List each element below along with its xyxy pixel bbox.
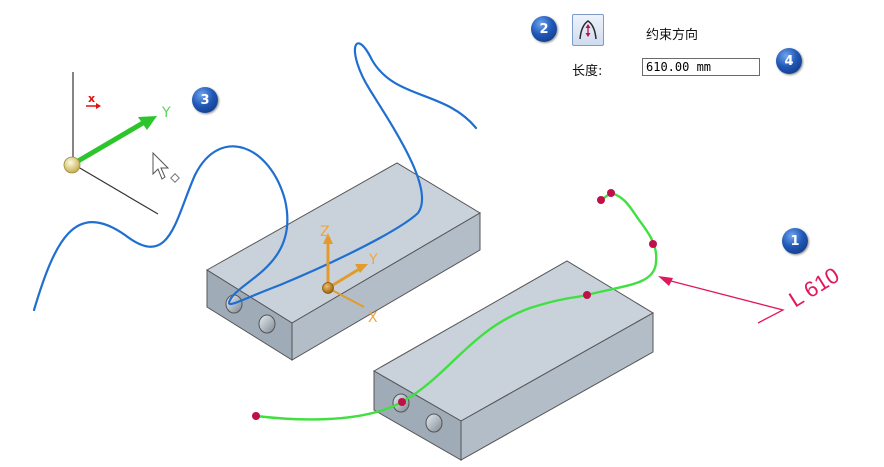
callout-1: 1 — [782, 228, 808, 254]
triad-x-label: x — [88, 92, 95, 105]
callout-4: 4 — [776, 48, 802, 74]
mouse-pointer-icon — [152, 151, 180, 183]
length-dimension[interactable]: L 610 — [658, 262, 844, 324]
part-coordinate-system: Z Y X — [320, 224, 378, 326]
curve-keypoints[interactable] — [252, 189, 657, 420]
green-3d-curve[interactable] — [254, 191, 658, 421]
length-input[interactable] — [642, 58, 760, 76]
constraint-direction-button[interactable] — [572, 14, 604, 46]
dimension-text: L 610 — [784, 262, 843, 312]
keypoint — [649, 240, 657, 248]
command-ribbon: 约束方向 长度: — [560, 12, 810, 92]
keypoint — [607, 189, 615, 197]
constraint-direction-label: 约束方向 — [646, 28, 699, 43]
keypoint — [597, 196, 605, 204]
global-triad: Y x — [63, 72, 171, 215]
constraint-direction-icon — [579, 20, 597, 40]
part-block-right[interactable] — [372, 260, 654, 461]
part-axis-x-label: X — [368, 310, 378, 326]
keypoint — [583, 291, 591, 299]
callout-2: 2 — [531, 16, 557, 42]
part-axis-z-label: Z — [320, 224, 330, 240]
part-block-left[interactable] — [206, 162, 481, 361]
blue-3d-curve[interactable] — [32, 42, 478, 312]
keypoint — [252, 412, 260, 420]
part-axis-y-label: Y — [368, 252, 378, 268]
triad-y-label: Y — [161, 105, 171, 121]
keypoint — [398, 398, 406, 406]
length-label: 长度: — [572, 64, 603, 79]
callout-3: 3 — [192, 87, 218, 113]
